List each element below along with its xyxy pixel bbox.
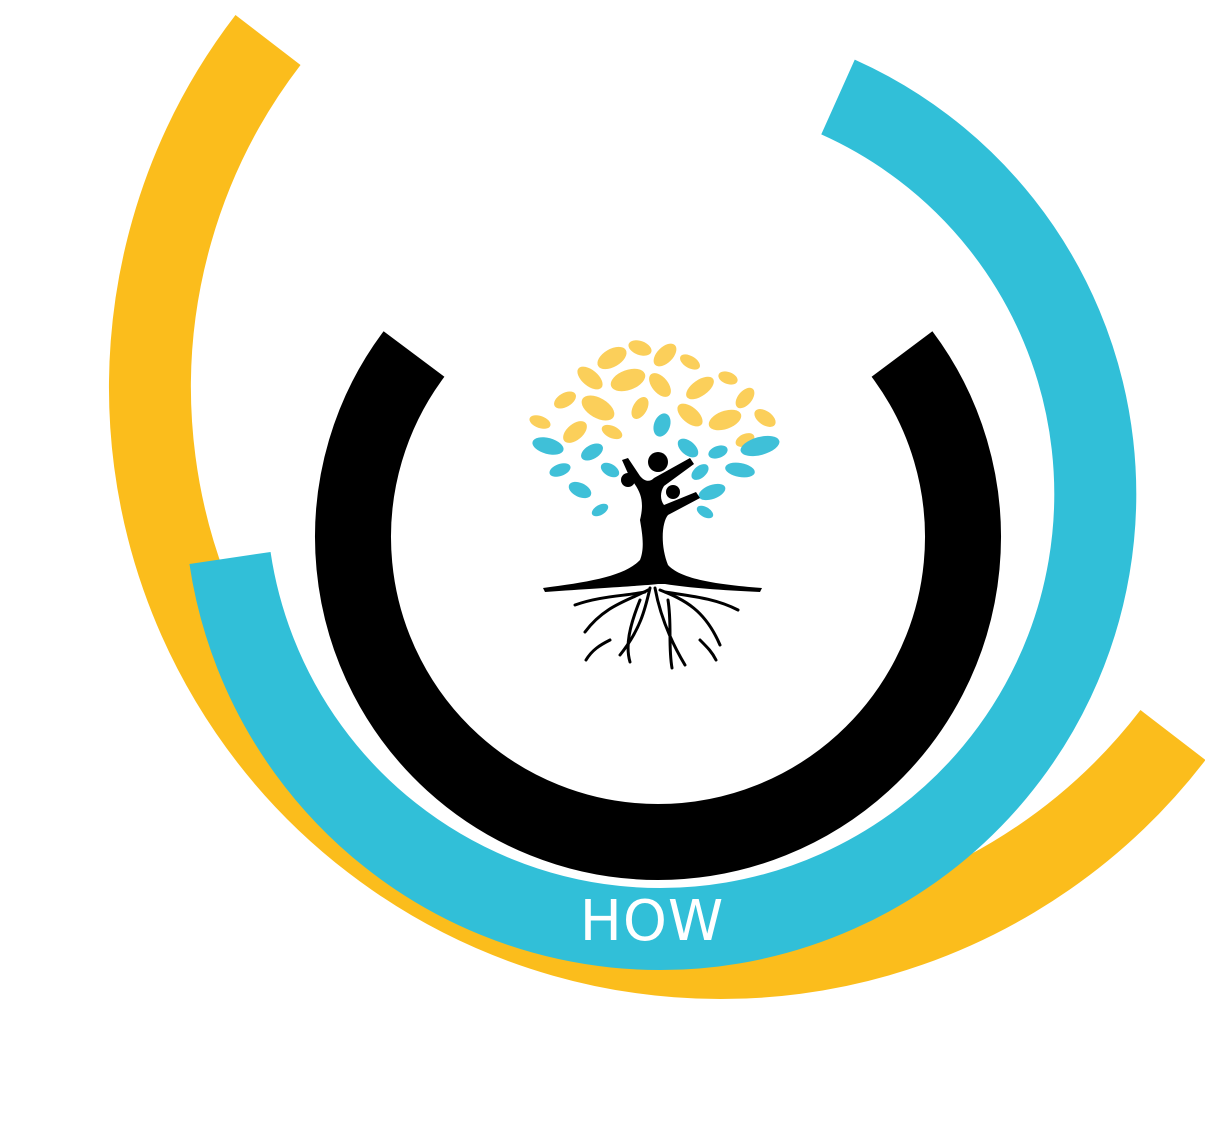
tree-with-people-icon bbox=[529, 340, 780, 670]
how-label: HOW bbox=[580, 889, 725, 954]
how-ring bbox=[189, 59, 1137, 971]
why-ring bbox=[315, 331, 1001, 880]
why-label: WHY bbox=[588, 736, 723, 801]
what-label: WHAT bbox=[569, 1046, 739, 1111]
